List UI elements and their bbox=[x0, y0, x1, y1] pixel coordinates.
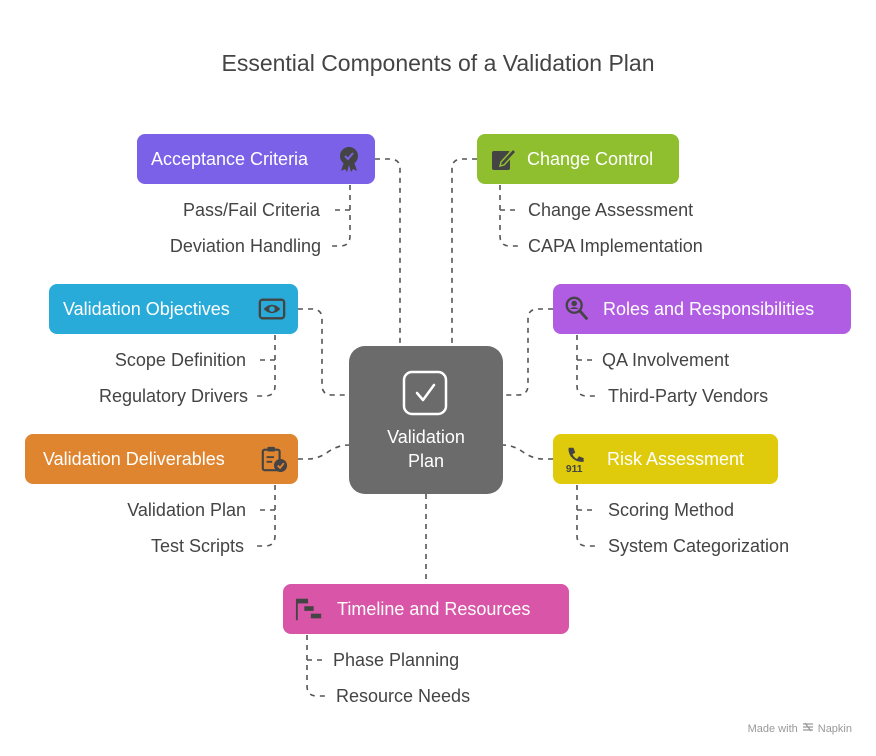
napkin-logo-icon bbox=[802, 722, 814, 735]
node-roles-responsibilities-label: Roles and Responsibilities bbox=[603, 298, 815, 319]
eye-scan-icon bbox=[258, 295, 286, 323]
node-acceptance-criteria: Acceptance Criteria bbox=[137, 134, 375, 184]
sub-pass-fail-criteria: Pass/Fail Criteria bbox=[182, 200, 320, 220]
node-risk-assessment: 911 Risk Assessment bbox=[553, 434, 778, 484]
sub-third-party-vendors: Third-Party Vendors bbox=[608, 386, 769, 406]
center-node: Validation Plan bbox=[349, 346, 503, 494]
napkin-watermark: Made with Napkin bbox=[748, 722, 852, 735]
made-with-text: Made with bbox=[747, 722, 798, 735]
sub-qa-involvement: QA Involvement bbox=[602, 350, 730, 370]
phone-911-icon: 911 bbox=[565, 445, 593, 474]
node-validation-objectives: Validation Objectives bbox=[49, 284, 298, 334]
sub-validation-plan: Validation Plan bbox=[127, 500, 246, 520]
node-validation-deliverables-label: Validation Deliverables bbox=[43, 448, 225, 469]
sub-deviation-handling: Deviation Handling bbox=[169, 236, 321, 256]
sub-system-categorization: System Categorization bbox=[608, 536, 790, 556]
node-validation-deliverables: Validation Deliverables bbox=[25, 434, 298, 484]
node-change-control: Change Control bbox=[477, 134, 679, 184]
user-search-icon bbox=[563, 295, 591, 323]
sub-phase-planning: Phase Planning bbox=[333, 650, 460, 670]
sub-capa-implementation: CAPA Implementation bbox=[528, 236, 703, 256]
node-validation-objectives-label: Validation Objectives bbox=[63, 298, 230, 319]
node-timeline-resources: Timeline and Resources bbox=[283, 584, 569, 634]
node-acceptance-criteria-label: Acceptance Criteria bbox=[151, 148, 309, 169]
edit-note-icon bbox=[489, 145, 517, 173]
sub-regulatory-drivers: Regulatory Drivers bbox=[98, 386, 248, 406]
node-roles-responsibilities: Roles and Responsibilities bbox=[553, 284, 851, 334]
award-badge-icon bbox=[335, 145, 363, 173]
sub-resource-needs: Resource Needs bbox=[336, 686, 471, 706]
center-label-line1: Validation bbox=[387, 427, 465, 447]
node-change-control-label: Change Control bbox=[527, 148, 654, 169]
center-label-line2: Plan bbox=[407, 451, 445, 471]
node-risk-assessment-label: Risk Assessment bbox=[607, 448, 745, 469]
napkin-brand-text: Napkin bbox=[817, 722, 852, 735]
center-label: Validation Plan bbox=[349, 425, 503, 473]
clipboard-check-icon bbox=[260, 445, 288, 473]
node-timeline-resources-label: Timeline and Resources bbox=[337, 598, 531, 619]
checkbox-icon bbox=[402, 370, 448, 416]
sub-scope-definition: Scope Definition bbox=[114, 350, 246, 370]
sub-scoring-method: Scoring Method bbox=[608, 500, 735, 520]
sub-change-assessment: Change Assessment bbox=[528, 200, 694, 220]
diagram-title: Essential Components of a Validation Pla… bbox=[221, 50, 655, 76]
svg-text:911: 911 bbox=[566, 464, 583, 474]
gantt-icon bbox=[295, 595, 323, 623]
sub-test-scripts: Test Scripts bbox=[150, 536, 244, 556]
